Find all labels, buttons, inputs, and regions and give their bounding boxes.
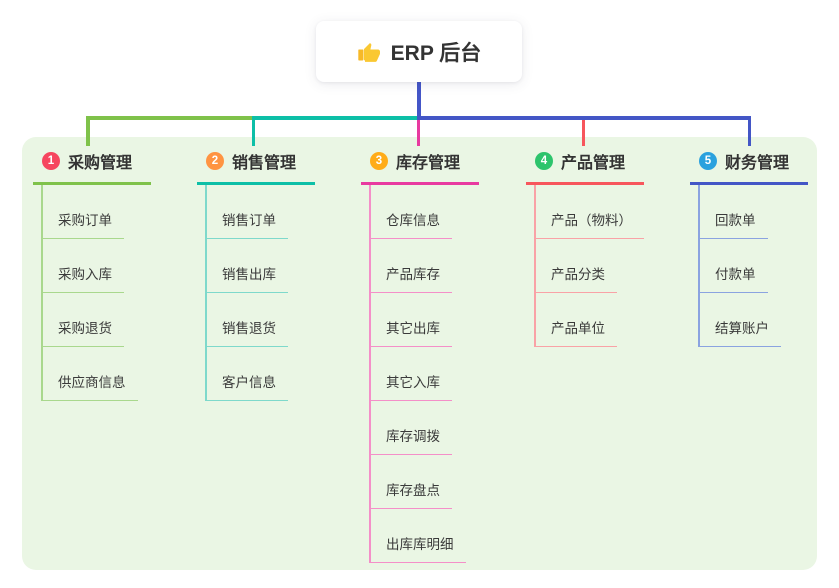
branch-children: 仓库信息产品库存其它出库其它入库库存调拨库存盘点出库库明细 (369, 185, 479, 563)
root-node[interactable]: ERP 后台 (316, 21, 522, 82)
branch-trunk-line (41, 185, 43, 401)
branch-title-label: 采购管理 (68, 155, 133, 172)
branch-drop-line (581, 119, 585, 146)
branch: 1 采购管理 采购订单采购入库采购退货供应商信息 (33, 146, 151, 401)
child-node-label: 回款单 (698, 209, 768, 239)
child-node-label: 产品库存 (369, 263, 452, 293)
connector-segment-teal (251, 116, 420, 120)
branch-title-node[interactable]: 5 财务管理 (690, 146, 808, 185)
child-node[interactable]: 其它入库 (369, 347, 479, 401)
connector-segment-blue (416, 116, 751, 120)
child-node[interactable]: 采购退货 (41, 293, 151, 347)
branch-trunk-line (534, 185, 536, 347)
child-node-label: 采购入库 (41, 263, 124, 293)
child-node-label: 出库库明细 (369, 533, 466, 563)
thumbs-up-icon (357, 40, 381, 64)
child-node[interactable]: 其它出库 (369, 293, 479, 347)
child-node-label: 采购订单 (41, 209, 124, 239)
child-node[interactable]: 供应商信息 (41, 347, 151, 401)
branch: 5 财务管理 回款单付款单结算账户 (690, 146, 808, 347)
child-node-label: 销售出库 (205, 263, 288, 293)
branch-title-label: 财务管理 (725, 155, 790, 172)
child-node[interactable]: 销售退货 (205, 293, 315, 347)
child-node[interactable]: 库存盘点 (369, 455, 479, 509)
child-node[interactable]: 采购订单 (41, 185, 151, 239)
child-node-label: 其它入库 (369, 371, 452, 401)
branch-drop-line (251, 119, 255, 146)
child-node[interactable]: 出库库明细 (369, 509, 479, 563)
branch: 3 库存管理 仓库信息产品库存其它出库其它入库库存调拨库存盘点出库库明细 (361, 146, 479, 563)
branch-number-badge: 3 (370, 152, 388, 170)
child-node[interactable]: 结算账户 (698, 293, 808, 347)
child-node[interactable]: 客户信息 (205, 347, 315, 401)
branch: 2 销售管理 销售订单销售出库销售退货客户信息 (197, 146, 315, 401)
branch-number-badge: 2 (206, 152, 224, 170)
child-node[interactable]: 产品库存 (369, 239, 479, 293)
child-node[interactable]: 库存调拨 (369, 401, 479, 455)
root-stem-line (417, 82, 421, 120)
child-node[interactable]: 采购入库 (41, 239, 151, 293)
child-node-label: 库存调拨 (369, 425, 452, 455)
branch-drop-line (86, 119, 90, 146)
branch-number-badge: 5 (699, 152, 717, 170)
child-node-label: 库存盘点 (369, 479, 452, 509)
child-node[interactable]: 仓库信息 (369, 185, 479, 239)
child-node-label: 采购退货 (41, 317, 124, 347)
child-node[interactable]: 回款单 (698, 185, 808, 239)
branch-title-node[interactable]: 1 采购管理 (33, 146, 151, 185)
branch-trunk-line (205, 185, 207, 401)
branch-title-node[interactable]: 3 库存管理 (361, 146, 479, 185)
branch-drop-line (416, 119, 420, 146)
branch-trunk-line (698, 185, 700, 347)
child-node[interactable]: 销售出库 (205, 239, 315, 293)
branches-background-panel (22, 137, 817, 570)
branch-children: 销售订单销售出库销售退货客户信息 (205, 185, 315, 401)
branch-title-node[interactable]: 4 产品管理 (526, 146, 644, 185)
branch-title-node[interactable]: 2 销售管理 (197, 146, 315, 185)
child-node-label: 其它出库 (369, 317, 452, 347)
child-node[interactable]: 产品分类 (534, 239, 644, 293)
child-node[interactable]: 产品（物料） (534, 185, 644, 239)
child-node[interactable]: 销售订单 (205, 185, 315, 239)
branch-children: 采购订单采购入库采购退货供应商信息 (41, 185, 151, 401)
child-node-label: 产品（物料） (534, 209, 644, 239)
child-node-label: 仓库信息 (369, 209, 452, 239)
root-title: ERP 后台 (390, 41, 482, 65)
branch-children: 产品（物料） 产品分类产品单位 (534, 185, 644, 347)
branch-title-label: 库存管理 (396, 155, 461, 172)
branch: 4 产品管理 产品（物料） 产品分类产品单位 (526, 146, 644, 347)
child-node-label: 销售订单 (205, 209, 288, 239)
connector-segment-green (86, 116, 255, 120)
child-node[interactable]: 产品单位 (534, 293, 644, 347)
child-node-label: 结算账户 (698, 317, 781, 347)
child-node-label: 付款单 (698, 263, 768, 293)
child-node[interactable]: 付款单 (698, 239, 808, 293)
branch-drop-line (747, 119, 751, 146)
branch-title-label: 销售管理 (232, 155, 297, 172)
branch-title-label: 产品管理 (561, 155, 626, 172)
child-node-label: 供应商信息 (41, 371, 138, 401)
branch-children: 回款单付款单结算账户 (698, 185, 808, 347)
branch-trunk-line (369, 185, 371, 563)
child-node-label: 销售退货 (205, 317, 288, 347)
child-node-label: 产品分类 (534, 263, 617, 293)
branch-number-badge: 1 (42, 152, 60, 170)
child-node-label: 产品单位 (534, 317, 617, 347)
child-node-label: 客户信息 (205, 371, 288, 401)
branch-number-badge: 4 (535, 152, 553, 170)
